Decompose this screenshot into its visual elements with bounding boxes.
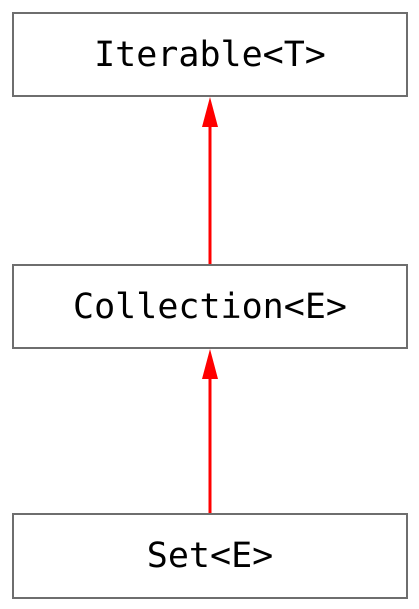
edge-set-to-collection	[202, 349, 218, 513]
node-label-iterable: Iterable<T>	[94, 34, 326, 75]
node-set: Set<E>	[12, 513, 408, 599]
node-iterable: Iterable<T>	[12, 12, 408, 97]
node-collection: Collection<E>	[12, 264, 408, 349]
edge-collection-to-iterable	[202, 97, 218, 264]
node-label-set: Set<E>	[146, 536, 274, 576]
node-label-collection: Collection<E>	[73, 286, 347, 327]
arrowhead-up-icon	[202, 97, 218, 127]
arrowhead-up-icon	[202, 349, 218, 379]
